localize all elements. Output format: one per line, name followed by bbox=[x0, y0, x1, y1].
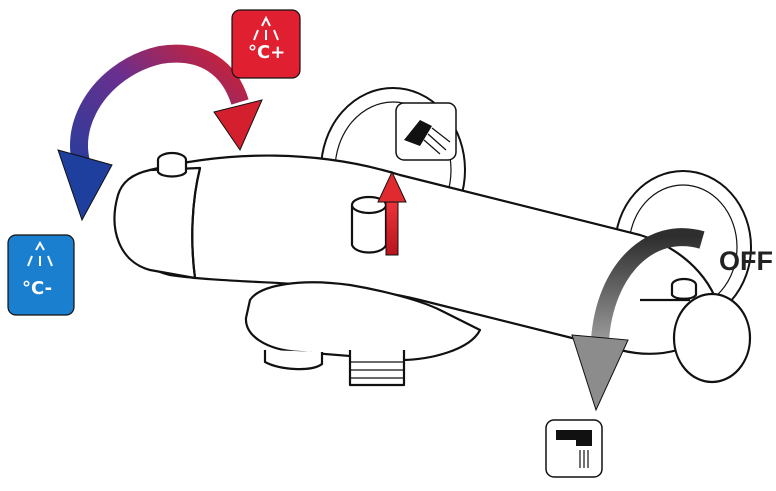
arrowhead-cold bbox=[58, 150, 112, 220]
hot-temperature-badge: °C+ bbox=[232, 10, 300, 78]
cold-symbol: °C- bbox=[22, 278, 52, 299]
tub-outlet-badge bbox=[546, 420, 602, 477]
arrowhead-hot bbox=[214, 100, 262, 150]
hot-symbol: °C+ bbox=[248, 42, 285, 63]
shower-outlet-badge bbox=[396, 103, 456, 160]
off-label: OFF bbox=[719, 246, 773, 276]
cold-temperature-badge: °C- bbox=[8, 235, 74, 315]
